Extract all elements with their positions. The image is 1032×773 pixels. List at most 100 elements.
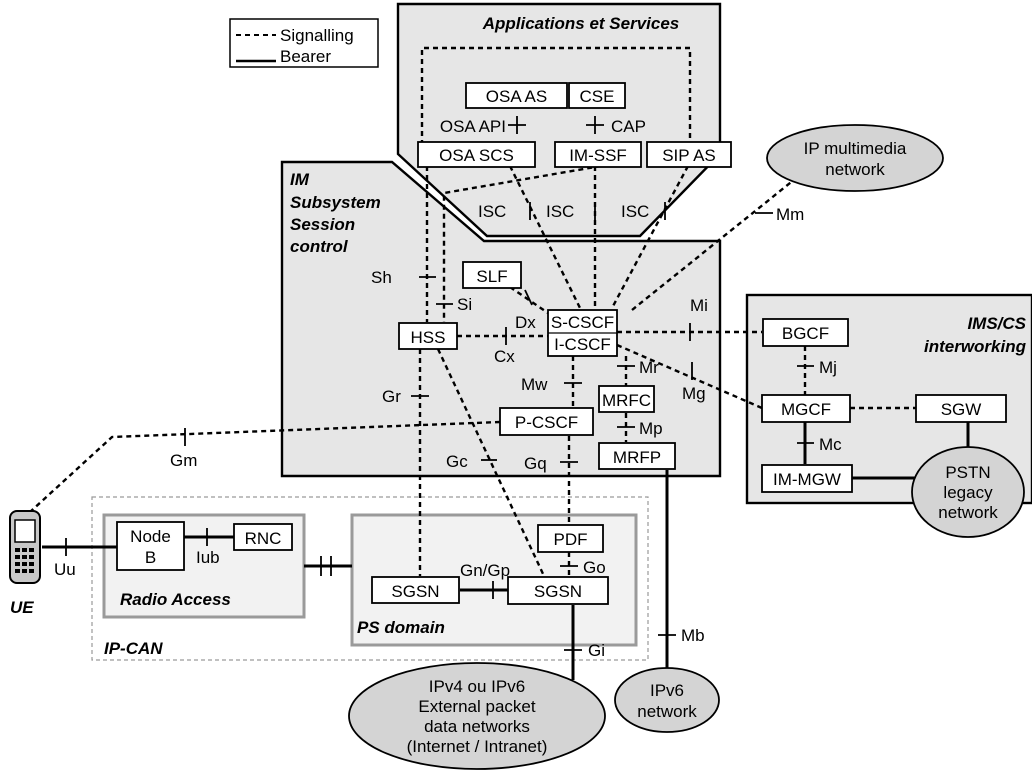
label-mj: Mj <box>819 358 837 377</box>
node-osa-as-label: OSA AS <box>486 87 547 106</box>
node-mgcf <box>761 394 851 423</box>
legend-box <box>229 18 379 68</box>
im-title-3: Session <box>290 215 355 234</box>
im-title-1: IM <box>290 170 310 189</box>
legend-bearer-label: Bearer <box>280 47 331 66</box>
node-cse-label: CSE <box>580 87 615 106</box>
external-label-2: External packet <box>418 697 535 716</box>
node-mrfp <box>598 442 676 470</box>
ip-can-area <box>91 496 649 661</box>
label-isc-2: ISC <box>546 202 574 221</box>
node-sgsn-right <box>507 576 609 605</box>
node-hss <box>398 322 458 350</box>
node-pdf <box>537 524 604 553</box>
external-label-4: (Internet / Intranet) <box>407 737 548 756</box>
node-bgcf <box>762 318 849 347</box>
label-gm: Gm <box>170 451 197 470</box>
node-sip-as <box>646 141 732 168</box>
ipv6-label-1: IPv6 <box>650 681 684 700</box>
label-mp: Mp <box>639 419 663 438</box>
ue-title: UE <box>10 598 34 617</box>
node-sip-as-label: SIP AS <box>662 146 716 165</box>
label-go: Go <box>583 558 606 577</box>
label-isc-1: ISC <box>478 202 506 221</box>
node-hss-label: HSS <box>411 328 446 347</box>
im-title-2: Subsystem <box>290 193 381 212</box>
pstn-label-3: network <box>938 503 998 522</box>
label-iub: Iub <box>196 548 220 567</box>
label-gq: Gq <box>524 454 547 473</box>
node-b-label-2: B <box>145 548 156 567</box>
node-p-cscf <box>499 407 594 436</box>
node-sgw <box>915 394 1007 423</box>
node-im-mgw <box>761 464 853 493</box>
ip-multimedia-network <box>766 124 944 192</box>
node-mrfc-label: MRFC <box>602 391 651 410</box>
signalling-app-loop <box>420 46 692 145</box>
node-mgcf-label: MGCF <box>781 400 831 419</box>
label-mc: Mc <box>819 435 842 454</box>
applications-title: Applications et Services <box>482 14 680 33</box>
node-im-mgw-label: IM-MGW <box>773 470 841 489</box>
ue-phone-icon <box>9 510 41 584</box>
label-gr: Gr <box>382 387 401 406</box>
label-mr: Mr <box>639 358 659 377</box>
label-mw: Mw <box>521 375 548 394</box>
node-sgsn-left-label: SGSN <box>391 582 439 601</box>
node-rnc-label: RNC <box>245 529 282 548</box>
pstn-legacy-network <box>911 446 1025 538</box>
ps-domain-title: PS domain <box>357 618 445 637</box>
label-cap: CAP <box>611 117 646 136</box>
node-i-cscf-label: I-CSCF <box>554 335 611 354</box>
ip-multimedia-label-2: network <box>825 160 885 179</box>
node-sgw-label: SGW <box>941 400 982 419</box>
ipv6-label-2: network <box>637 702 697 721</box>
node-osa-as <box>465 82 568 109</box>
node-slf-label: SLF <box>476 267 507 286</box>
legend-signalling-label: Signalling <box>280 26 354 45</box>
node-osa-scs <box>417 141 536 168</box>
radio-access-title: Radio Access <box>120 590 231 609</box>
signalling-gc <box>436 348 546 577</box>
im-title-4: control <box>290 237 349 256</box>
label-uu: Uu <box>54 560 76 579</box>
node-rnc <box>233 523 293 551</box>
label-gc: Gc <box>446 452 468 471</box>
external-label-1: IPv4 ou IPv6 <box>429 677 525 696</box>
ip-can-title: IP-CAN <box>104 639 163 658</box>
label-gn-gp: Gn/Gp <box>460 561 510 580</box>
label-sh: Sh <box>371 268 392 287</box>
external-packet-network <box>348 662 606 770</box>
label-mi: Mi <box>690 296 708 315</box>
node-pdf-label: PDF <box>554 530 588 549</box>
ims-cs-title-2: interworking <box>924 337 1027 356</box>
applications-domain <box>396 2 722 238</box>
node-sgsn-right-label: SGSN <box>534 582 582 601</box>
ip-multimedia-label-1: IP multimedia <box>804 139 907 158</box>
node-p-cscf-label: P-CSCF <box>515 413 578 432</box>
interface-ticks <box>65 116 814 651</box>
label-mm: Mm <box>776 205 804 224</box>
label-isc-3: ISC <box>621 202 649 221</box>
node-cse <box>568 82 626 109</box>
node-mrfp-label: MRFP <box>613 448 661 467</box>
pstn-label-1: PSTN <box>945 463 990 482</box>
signalling-si <box>442 164 602 322</box>
ipv6-network <box>614 667 720 733</box>
node-bgcf-label: BGCF <box>782 324 829 343</box>
node-b <box>116 521 185 571</box>
label-mb: Mb <box>681 626 705 645</box>
external-label-3: data networks <box>424 717 530 736</box>
label-osa-api: OSA API <box>440 117 506 136</box>
signalling-gm <box>29 420 501 513</box>
node-im-ssf <box>554 141 642 168</box>
label-mg: Mg <box>682 384 706 403</box>
signalling-dx <box>509 286 549 314</box>
label-dx: Dx <box>515 313 536 332</box>
node-im-ssf-label: IM-SSF <box>569 146 627 165</box>
node-b-label-1: Node <box>130 527 171 546</box>
node-osa-scs-label: OSA SCS <box>439 146 514 165</box>
node-slf <box>462 261 522 289</box>
label-si: Si <box>457 295 472 314</box>
